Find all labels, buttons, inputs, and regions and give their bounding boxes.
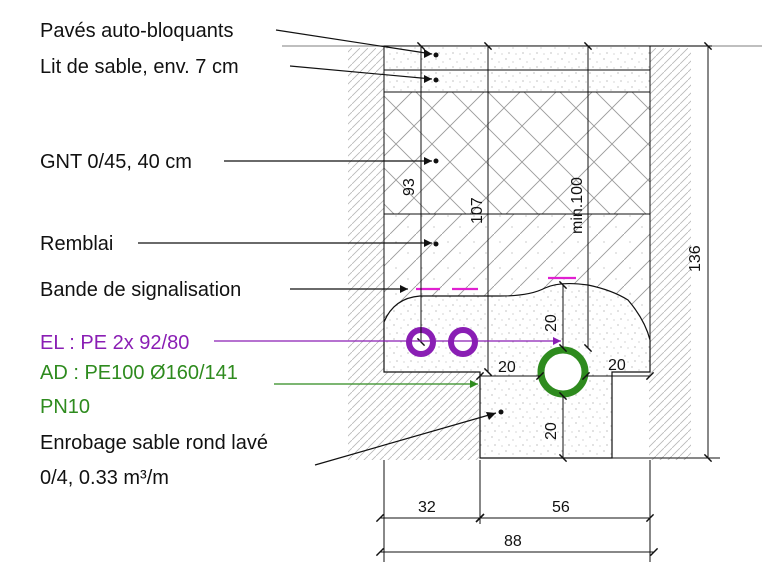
arrow-el	[553, 337, 561, 345]
arrow-lit-sable	[424, 75, 432, 83]
arrow-enrobage	[486, 412, 496, 420]
arrow-bande	[400, 285, 408, 293]
label-paves: Pavés auto-bloquants	[40, 20, 233, 42]
ad-pipe	[537, 346, 589, 398]
dim-88: 88	[504, 533, 522, 550]
label-bande: Bande de signalisation	[40, 279, 241, 301]
arrow-gnt	[424, 157, 432, 165]
label-enrobage-line2: 0/4, 0.33 m³/m	[40, 467, 169, 489]
arrow-paves	[424, 49, 432, 58]
arrow-remblai	[424, 239, 432, 247]
tick-32-56	[475, 513, 485, 523]
label-lit-sable: Lit de sable, env. 7 cm	[40, 56, 239, 78]
dim-93: 93	[401, 178, 418, 196]
surrounding-soil	[348, 48, 691, 460]
label-el: EL : PE 2x 92/80	[40, 332, 189, 354]
label-enrobage-line1: Enrobage sable rond lavé	[40, 432, 268, 454]
label-ad-line2: PN10	[40, 396, 90, 418]
el-pipe-2	[448, 327, 478, 357]
label-ad-line1: AD : PE100 Ø160/141	[40, 362, 238, 384]
layer-dots	[433, 52, 504, 415]
dim-107: 107	[469, 197, 486, 224]
dim-56: 56	[552, 499, 570, 516]
dim-min100: min.100	[569, 177, 586, 234]
dim-20-top: 20	[543, 314, 560, 332]
label-remblai: Remblai	[40, 233, 113, 255]
trench-layers	[383, 45, 651, 459]
dim-136: 136	[687, 245, 704, 272]
dim-20-right: 20	[608, 357, 626, 374]
leader-lines	[138, 29, 497, 466]
dim-32: 32	[418, 499, 436, 516]
label-gnt: GNT 0/45, 40 cm	[40, 151, 192, 173]
arrow-ad	[470, 380, 478, 388]
dimension-lines	[375, 41, 720, 562]
dim-20-left: 20	[498, 359, 516, 376]
dim-20-bottom: 20	[543, 422, 560, 440]
